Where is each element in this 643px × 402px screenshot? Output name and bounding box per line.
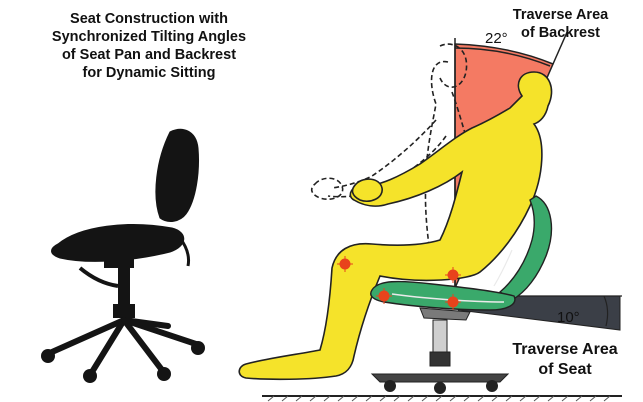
hand-icon xyxy=(353,179,383,201)
chair-photo-icon xyxy=(41,129,205,383)
seat-angle-label: 10° xyxy=(557,309,580,326)
label-line: Traverse Area xyxy=(498,6,623,24)
seated-person-icon xyxy=(239,72,551,379)
backrest-area-label: Traverse Area of Backrest xyxy=(498,6,623,42)
seat-area-label: Traverse Area of Seat xyxy=(500,340,630,380)
floor-line xyxy=(262,396,622,401)
backrest-angle-label: 22° xyxy=(485,30,508,47)
label-line: of Backrest xyxy=(498,24,623,42)
chair-seat xyxy=(371,282,515,310)
label-line: Traverse Area xyxy=(500,340,630,360)
label-line: of Seat xyxy=(500,360,630,380)
